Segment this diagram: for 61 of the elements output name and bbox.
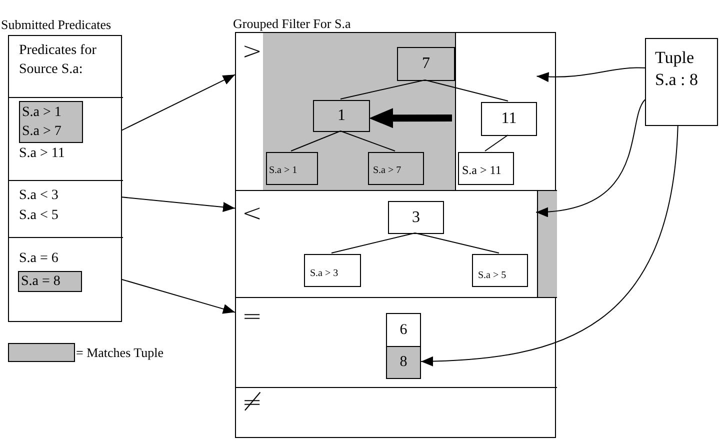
tree-node xyxy=(313,100,370,132)
operator-symbol: = xyxy=(242,302,262,330)
connector-line xyxy=(424,80,508,102)
connector-line xyxy=(340,80,426,100)
legend-text: = Matches Tuple xyxy=(76,344,164,362)
node-value: 8 xyxy=(400,353,408,372)
list-cell xyxy=(386,346,421,379)
highlight-box xyxy=(19,101,83,143)
connector-line xyxy=(414,232,500,254)
operator-symbol: < xyxy=(242,199,262,227)
connector-line xyxy=(331,232,416,254)
leaf-node xyxy=(304,254,361,287)
thick-arrow xyxy=(369,108,452,128)
predicate-section xyxy=(9,98,123,181)
tree-node xyxy=(397,47,455,81)
tree-node xyxy=(481,102,537,136)
leaf-node xyxy=(368,152,424,185)
predicate-text: S.a > 7 xyxy=(22,123,62,141)
tuple-text: Tuple xyxy=(655,47,696,69)
predicate-text: S.a = 6 xyxy=(19,250,58,268)
predicate-text: Predicates for Source S.a: xyxy=(19,42,98,79)
predicate-text: S.a > 7 xyxy=(373,165,402,176)
leaf-node xyxy=(458,152,514,185)
arrow xyxy=(122,196,236,212)
node-value: 11 xyxy=(501,109,517,129)
connector-line xyxy=(340,130,396,152)
panel-heading: Grouped Filter For S.a xyxy=(233,16,351,31)
operator-symbol: ≠ xyxy=(242,388,262,416)
tuple-text: S.a : 8 xyxy=(655,69,698,91)
operator-symbol: > xyxy=(242,37,262,65)
connector-line xyxy=(290,130,341,152)
node-value: 1 xyxy=(338,106,346,126)
shaded-region xyxy=(537,191,557,297)
connector-line xyxy=(484,134,508,152)
predicate-text: S.a > 1 xyxy=(269,165,298,176)
predicate-text: S.a < 5 xyxy=(19,207,58,225)
predicate-text: S.a < 3 xyxy=(19,187,58,205)
leaf-node xyxy=(472,254,528,287)
arrow xyxy=(536,99,646,216)
predicate-text: S.a > 11 xyxy=(462,163,502,177)
node-value: 6 xyxy=(400,320,408,340)
operator-band xyxy=(236,33,557,191)
tree-node xyxy=(388,201,444,234)
leaf-node xyxy=(266,152,318,185)
highlight-box xyxy=(18,271,82,292)
predicate-text: S.a > 11 xyxy=(19,145,65,163)
node-value: 7 xyxy=(422,54,430,74)
predicate-text: S.a > 5 xyxy=(478,270,506,281)
predicate-text: S.a = 8 xyxy=(21,273,60,291)
panel-heading: Submitted Predicates xyxy=(1,17,112,32)
predicate-text: S.a > 1 xyxy=(22,104,62,122)
arrow xyxy=(122,279,236,314)
list-cell xyxy=(386,313,421,347)
arrow xyxy=(536,67,646,82)
arrow xyxy=(122,74,236,131)
node-value: 3 xyxy=(412,208,420,228)
shaded-region xyxy=(263,33,456,190)
operator-band xyxy=(236,191,557,298)
tuple-box xyxy=(645,38,718,126)
predicate-text: S.a > 3 xyxy=(310,268,338,279)
arrow xyxy=(420,126,678,366)
